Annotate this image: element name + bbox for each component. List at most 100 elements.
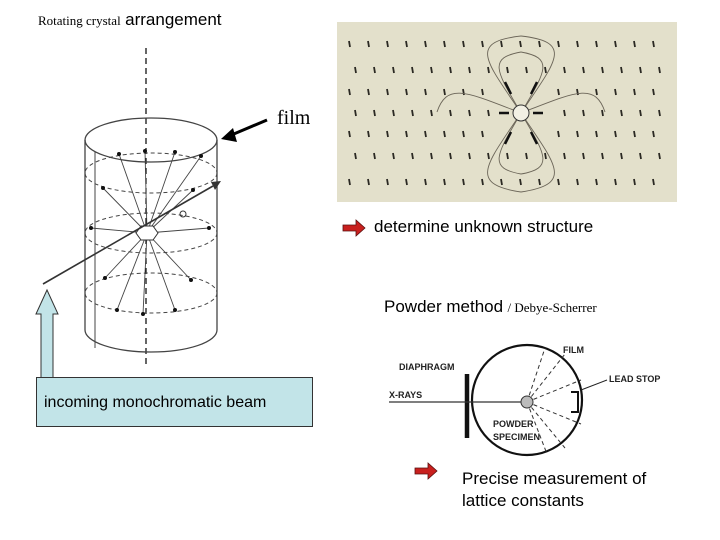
layer-line-2 (84, 212, 218, 254)
diffraction-spot (639, 109, 642, 117)
diffraction-spot (468, 152, 471, 160)
diaphragm-label: DIAPHRAGM (399, 362, 455, 372)
diffraction-spot (386, 178, 389, 186)
diffraction-spot (614, 130, 617, 138)
diffraction-spot (525, 66, 528, 74)
diffraction-spot (614, 88, 617, 96)
diffraction-spot (348, 178, 351, 186)
diffraction-spot (595, 178, 598, 186)
diffraction-spot (424, 88, 427, 96)
diffraction-spot (386, 40, 389, 48)
bullet-text-lattice: Precise measurement of lattice constants (462, 468, 702, 512)
diffraction-spot (481, 178, 484, 186)
diffraction-spot (500, 178, 503, 186)
diffraction-spot (367, 40, 370, 48)
diffraction-spot (348, 88, 351, 96)
diffraction-spot (411, 66, 414, 74)
diffraction-spot (449, 152, 452, 160)
diffraction-spot (386, 130, 389, 138)
diffraction-spot (367, 178, 370, 186)
incident-beam (42, 185, 214, 285)
diffraction-spot (481, 88, 484, 96)
diffraction-spot (430, 152, 433, 160)
diffraction-spot (563, 66, 566, 74)
diffraction-spot (487, 152, 490, 160)
red-arrow-icon (342, 219, 366, 237)
diffraction-spot (639, 152, 642, 160)
diffraction-spot (576, 130, 579, 138)
diffraction-spot (392, 109, 395, 117)
diffraction-spot (481, 130, 484, 138)
powder-method-title: Powder method / Debye-Scherrer (384, 297, 597, 317)
diffraction-spot (430, 66, 433, 74)
diffraction-spot (373, 152, 376, 160)
diffraction-spot (519, 178, 522, 186)
diffraction-spot (544, 152, 547, 160)
diffraction-spot (557, 178, 560, 186)
slide-title: Rotating crystal arrangement (38, 10, 222, 30)
diffraction-spot (411, 109, 414, 117)
diffraction-spot (500, 40, 503, 48)
diffraction-spot (443, 130, 446, 138)
diffraction-spot (424, 178, 427, 186)
diffraction-spot (405, 178, 408, 186)
diffraction-spot (354, 66, 357, 74)
powder-title-large: Powder method (384, 297, 504, 316)
diffraction-spot (595, 40, 598, 48)
diffraction-spot (658, 109, 661, 117)
central-spots (499, 81, 543, 145)
diffraction-spot (392, 66, 395, 74)
bullet-text-structure: determine unknown structure (374, 217, 594, 236)
diffraction-spot (557, 40, 560, 48)
diffraction-spot (595, 130, 598, 138)
diffraction-spot (620, 152, 623, 160)
diffraction-spot (639, 66, 642, 74)
rotating-crystal-diagram: film (42, 48, 311, 368)
diffraction-spot (443, 40, 446, 48)
film-label-ds: FILM (563, 345, 584, 355)
diffraction-spot (373, 66, 376, 74)
diffraction-spot (563, 109, 566, 117)
diffraction-spot (481, 40, 484, 48)
diffraction-spot (601, 66, 604, 74)
red-arrow-icon (414, 462, 438, 480)
diffraction-spot (557, 88, 560, 96)
diffraction-spot (652, 130, 655, 138)
bullet-text-line-2: lattice constants (462, 491, 584, 510)
diffraction-spot (392, 152, 395, 160)
diffraction-spot (386, 88, 389, 96)
beam-exit-hole (179, 210, 187, 218)
diffraction-spot (462, 40, 465, 48)
diffraction-spot (367, 130, 370, 138)
diffraction-spot (544, 66, 547, 74)
diffraction-spot (430, 109, 433, 117)
diffraction-spot (582, 66, 585, 74)
diffraction-spot (633, 40, 636, 48)
diffraction-spot (449, 66, 452, 74)
diffraction-spot (462, 130, 465, 138)
diffraction-spot (519, 40, 522, 48)
film-circle (470, 343, 584, 457)
powder-label: POWDER (493, 419, 534, 429)
beam-label: incoming monochromatic beam (44, 394, 267, 411)
xrays-label: X-RAYS (389, 390, 422, 400)
film-label: film (277, 107, 311, 129)
cylinder-top (84, 117, 218, 163)
beam-arrowhead (211, 181, 221, 190)
diffraction-spot (576, 178, 579, 186)
diffraction-spot (487, 109, 490, 117)
diffraction-spot (367, 88, 370, 96)
title-large: arrangement (125, 10, 222, 29)
lead-stop-label: LEAD STOP (609, 374, 660, 384)
crystal (135, 225, 159, 241)
diffraction-spot (601, 109, 604, 117)
diffraction-photo (337, 22, 677, 202)
diffraction-spot (462, 88, 465, 96)
diffraction-spot (620, 109, 623, 117)
diffraction-spot (633, 130, 636, 138)
lead-stop (571, 391, 579, 413)
cylinder-bottom (84, 329, 218, 353)
diffraction-spot (405, 40, 408, 48)
diffraction-spot (658, 152, 661, 160)
field-lines (436, 35, 606, 193)
